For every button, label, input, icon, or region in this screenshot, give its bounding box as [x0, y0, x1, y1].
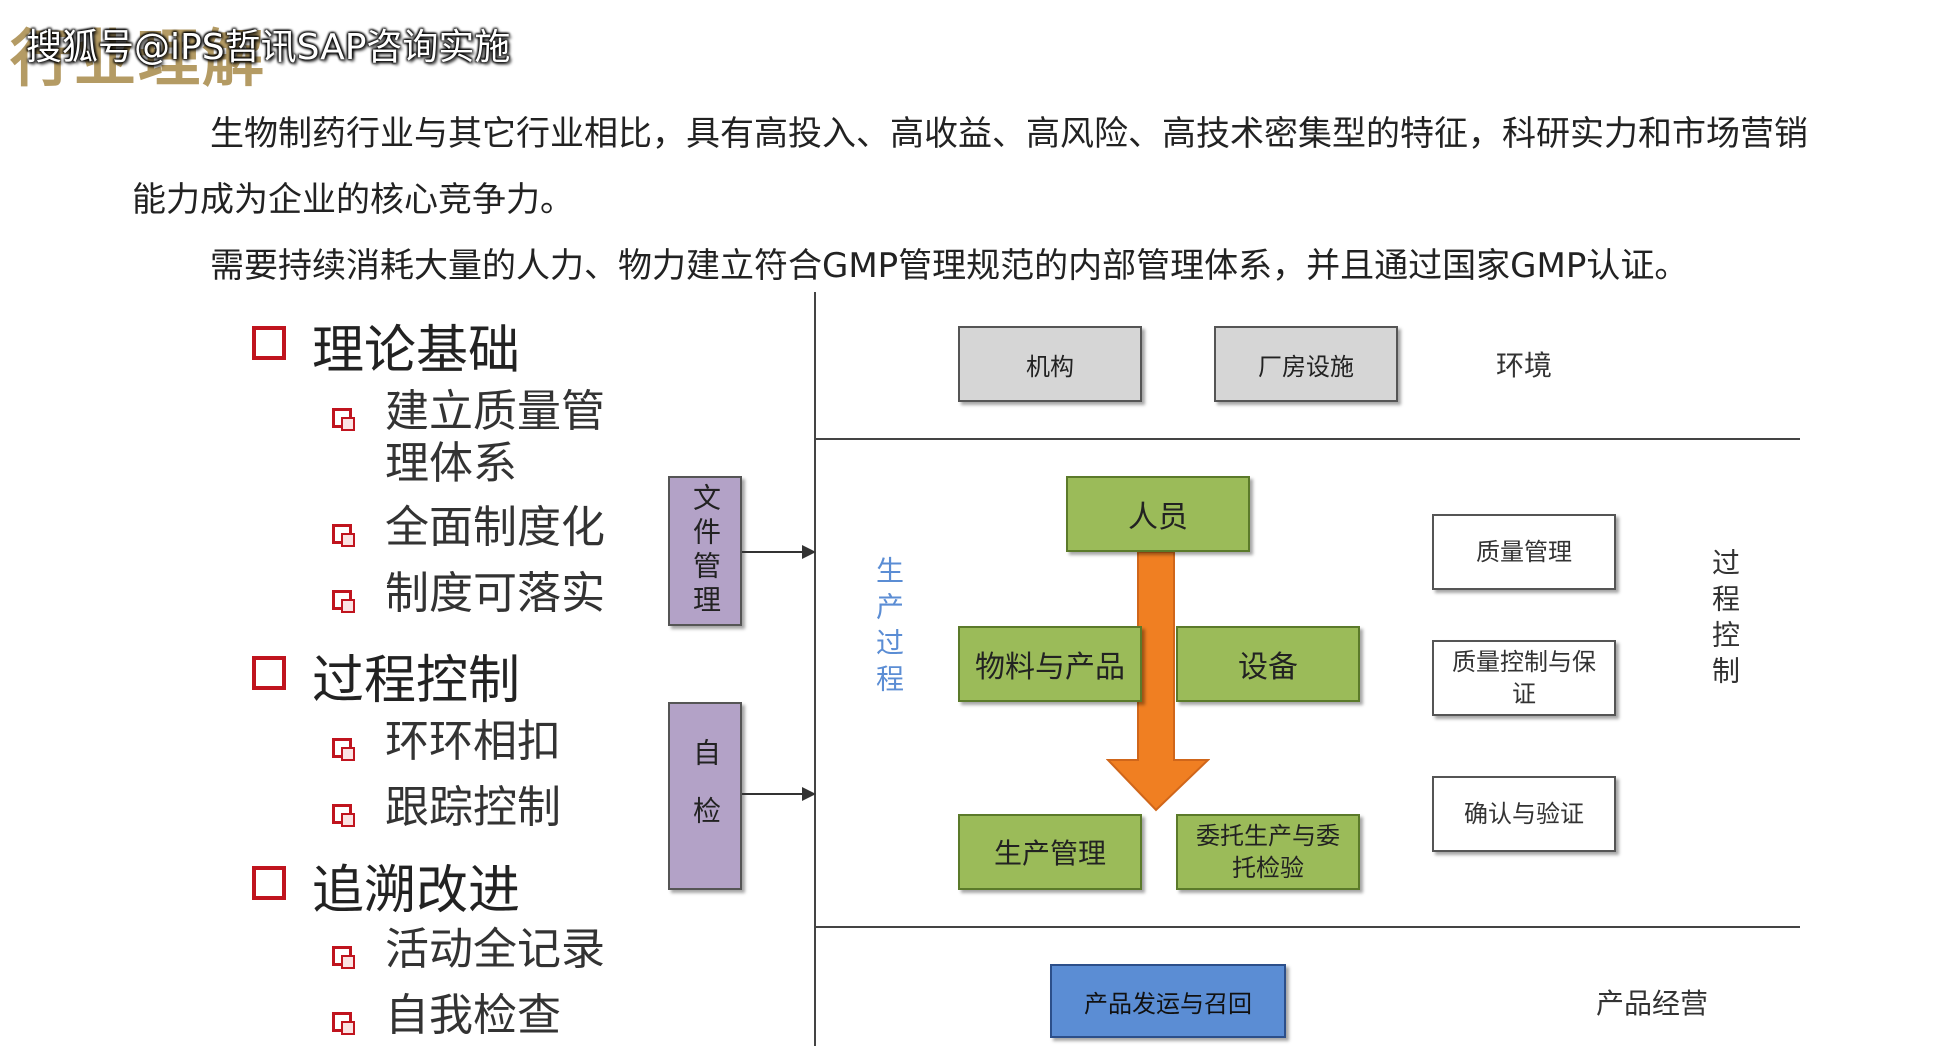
personnel-box: 人员	[1066, 476, 1250, 552]
production-mgmt-box: 生产管理	[958, 814, 1142, 890]
intro-line-1: 生物制药行业与其它行业相比，具有高投入、高收益、高风险、高技术密集型的特征，科研…	[210, 114, 1808, 154]
sub-marker	[332, 738, 355, 761]
page-title: 行业理解	[10, 22, 267, 95]
org-box: 机构	[958, 326, 1142, 402]
equipment-box: 设备	[1176, 626, 1360, 702]
section-marker	[252, 326, 286, 360]
sub-item: 自我检查	[385, 990, 561, 1041]
horizontal-divider-bottom	[814, 926, 1800, 928]
vertical-divider	[814, 292, 816, 1046]
section-title-trace: 追溯改进	[312, 861, 521, 921]
self-check-box: 自检	[668, 702, 742, 890]
sub-marker	[332, 524, 355, 547]
shipment-recall-box: 产品发运与召回	[1050, 964, 1286, 1038]
quality-mgmt-box: 质量管理	[1432, 514, 1616, 590]
docs-arrow	[742, 545, 816, 559]
section-title-process: 过程控制	[312, 651, 521, 711]
watermark: 搜狐号@iPS哲讯SAP咨询实施	[26, 27, 511, 68]
sub-item: 跟踪控制	[385, 782, 561, 833]
docs-management-box: 文件管理	[668, 476, 742, 626]
production-label: 生产过程	[872, 556, 905, 700]
facilities-box: 厂房设施	[1214, 326, 1398, 402]
sub-item: 活动全记录	[385, 924, 605, 975]
section-title-theory: 理论基础	[312, 321, 521, 381]
sub-marker	[332, 804, 355, 827]
sub-item: 建立质量管	[385, 386, 605, 437]
flow-arrow	[1106, 552, 1210, 812]
sub-item: 制度可落实	[385, 568, 605, 619]
sub-marker	[332, 590, 355, 613]
self-check-arrow	[742, 787, 816, 801]
section-marker	[252, 866, 286, 900]
sub-marker	[332, 1012, 355, 1035]
quality-control-box: 质量控制与保证	[1432, 640, 1616, 716]
sub-item: 环环相扣	[385, 716, 561, 767]
outsourcing-box: 委托生产与委托检验	[1176, 814, 1360, 890]
intro-line-3: 需要持续消耗大量的人力、物力建立符合GMP管理规范的内部管理体系，并且通过国家G…	[210, 246, 1689, 286]
business-label: 产品经营	[1596, 987, 1709, 1020]
sub-marker	[332, 946, 355, 969]
sub-item: 理体系	[385, 438, 517, 489]
intro-line-2: 能力成为企业的核心竞争力。	[132, 180, 574, 220]
materials-box: 物料与产品	[958, 626, 1142, 702]
sub-item: 全面制度化	[385, 502, 605, 553]
sub-marker	[332, 408, 355, 431]
environment-label: 环境	[1496, 349, 1553, 382]
section-marker	[252, 656, 286, 690]
horizontal-divider-top	[814, 438, 1800, 440]
validation-box: 确认与验证	[1432, 776, 1616, 852]
process-control-label: 过程控制	[1708, 548, 1741, 692]
